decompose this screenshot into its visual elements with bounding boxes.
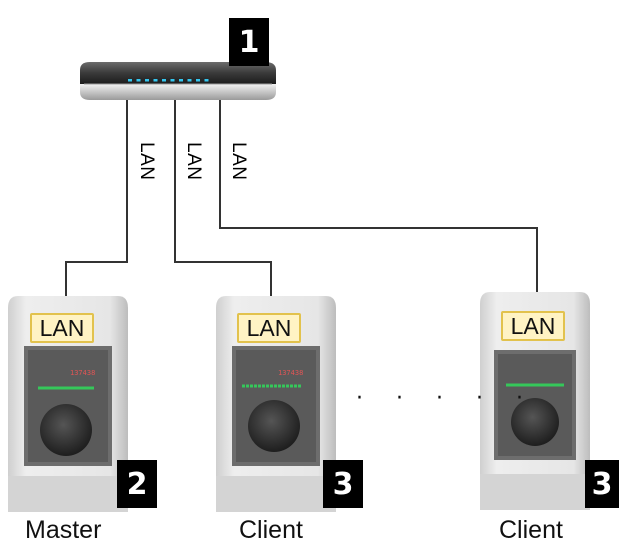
lan-cable-client-2: [219, 100, 538, 302]
master-label: Master: [25, 516, 102, 544]
charger-master: 137438: [8, 296, 128, 512]
more-clients-ellipsis: · · · · ·: [356, 386, 536, 411]
lan-cable-label: LAN: [183, 142, 204, 181]
charger-client-2: [480, 292, 590, 510]
client-2-badge: 3: [585, 460, 619, 508]
master-badge: 2: [117, 460, 157, 508]
router-indicator-light: [153, 79, 158, 82]
lan-port-label: LAN: [237, 313, 301, 343]
charger-socket: [40, 404, 92, 456]
router-indicator-light: [179, 79, 183, 82]
router-indicator-light: [187, 79, 192, 82]
charger-display-text: 137438: [70, 369, 95, 377]
router-indicator-light: [162, 79, 166, 82]
router-indicator-light: [128, 79, 132, 82]
router-indicator-lights: [128, 79, 209, 82]
router-indicator-light: [170, 79, 175, 82]
lan-cable-master: [65, 100, 128, 308]
router-indicator-light: [204, 79, 209, 82]
lan-cable-client-1: [174, 100, 272, 308]
client-label: Client: [239, 516, 303, 544]
charger-display-text: 137438: [278, 369, 303, 377]
router: [80, 62, 276, 100]
charger-socket: [248, 400, 300, 452]
charger-socket: [511, 398, 559, 446]
client-1-badge: 3: [323, 460, 363, 508]
lan-cables: [65, 100, 538, 308]
router-indicator-light: [136, 79, 141, 82]
lan-cable-label: LAN: [136, 142, 157, 181]
router-badge: 1: [229, 18, 269, 66]
charger-client-1: 137438: [216, 296, 336, 512]
lan-port-label: LAN: [501, 311, 565, 341]
lan-port-label: LAN: [30, 313, 94, 343]
client-label: Client: [499, 516, 563, 544]
router-indicator-light: [196, 79, 200, 82]
lan-cable-label: LAN: [228, 142, 249, 181]
router-indicator-light: [145, 79, 149, 82]
